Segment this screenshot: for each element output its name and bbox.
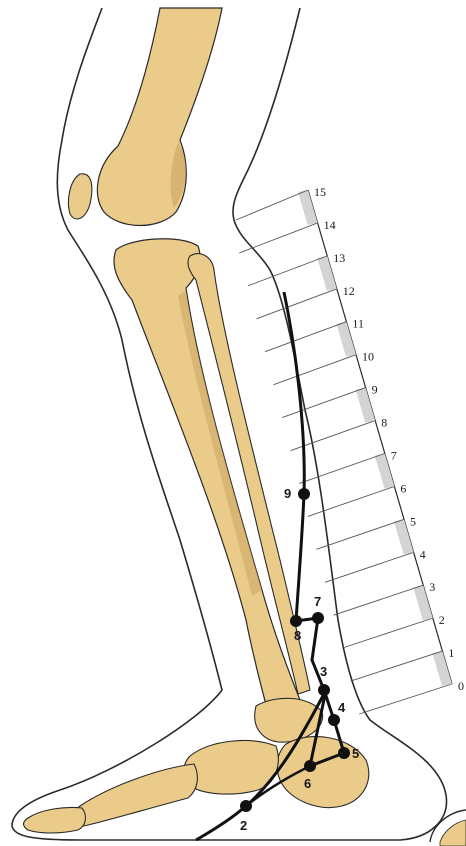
scale-tick-label: 12 — [343, 284, 355, 298]
marker-label: 6 — [304, 776, 311, 791]
scale-tick-label: 4 — [420, 547, 426, 561]
scale-line — [325, 552, 414, 582]
scale-tick-label: 5 — [410, 514, 416, 528]
scale-line — [351, 651, 443, 681]
marker-dot — [318, 684, 330, 696]
adjacent-foot-bone — [440, 820, 466, 846]
scale-tick-label: 6 — [400, 481, 406, 495]
patella-bone — [68, 174, 91, 219]
scale-tick-label: 14 — [324, 218, 336, 232]
scale-tick-label: 11 — [352, 317, 364, 331]
scale-tick-label: 7 — [391, 448, 397, 462]
marker-dot — [338, 747, 350, 759]
marker-label: 5 — [352, 746, 359, 761]
marker-label: 9 — [284, 486, 291, 501]
scale-line — [342, 618, 433, 648]
scale-tick-label: 1 — [448, 646, 454, 660]
toe-phalanges — [24, 807, 86, 833]
marker-dot — [240, 800, 252, 812]
marker-label: 8 — [294, 628, 301, 643]
scale-tick-label: 0 — [458, 679, 464, 693]
scale-line — [299, 453, 384, 483]
marker-label: 4 — [338, 700, 346, 715]
marker-dot — [298, 488, 310, 500]
scale-tick-label: 10 — [362, 350, 374, 364]
scale-tick-label: 3 — [429, 580, 435, 594]
scale-line — [236, 190, 308, 220]
scale-line — [359, 684, 452, 714]
marker-dot — [290, 615, 302, 627]
scale-tick-label: 9 — [372, 383, 378, 397]
marker-label: 3 — [320, 664, 327, 679]
marker-dot — [328, 714, 340, 726]
scale-line — [282, 388, 365, 418]
marker-dot — [312, 612, 324, 624]
marker-dot — [304, 760, 316, 772]
scale-line — [239, 223, 317, 253]
marker-label: 7 — [314, 594, 321, 609]
scale-tick-label: 8 — [381, 416, 387, 430]
scale-line — [256, 289, 336, 319]
scale-line — [316, 519, 404, 549]
scale-line — [334, 585, 424, 615]
femur-bone — [97, 8, 222, 226]
talus-bone — [255, 698, 323, 742]
marker-label: 2 — [240, 818, 247, 833]
scale-line — [274, 355, 356, 385]
scale-tick-label: 2 — [439, 613, 445, 627]
metatarsal-bones — [75, 764, 197, 826]
scale-line — [265, 322, 346, 352]
scale-tick-label: 15 — [314, 185, 326, 199]
scale-tick-label: 13 — [333, 251, 345, 265]
scale-line — [248, 256, 327, 286]
